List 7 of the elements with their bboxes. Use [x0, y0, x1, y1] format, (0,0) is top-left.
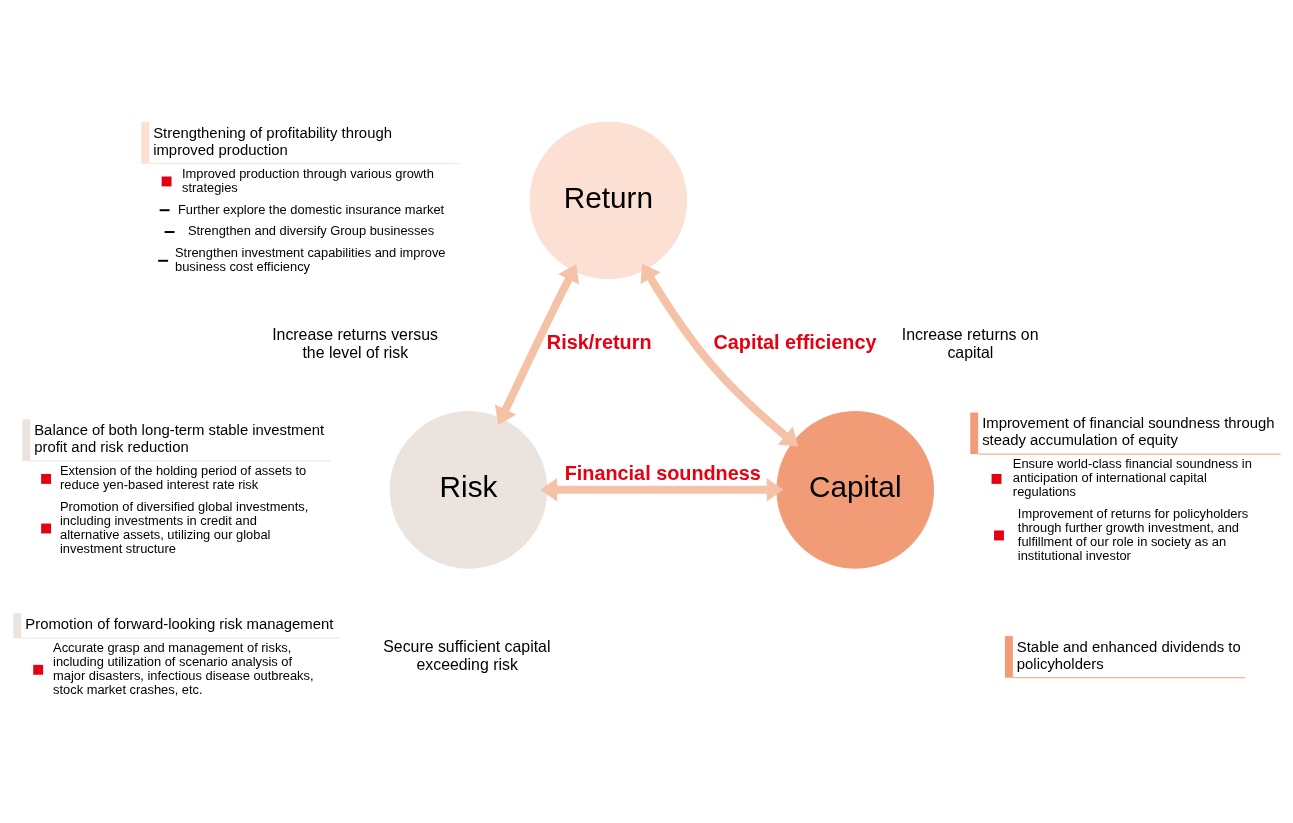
edge-label: Risk/return [546, 331, 652, 354]
label: Increase returns on capital [901, 325, 1039, 361]
node-label: business cost efficiency [175, 259, 311, 275]
label: Secure sufficient capital exceeding risk [383, 637, 551, 673]
edge-label: Capital efficiency [713, 331, 877, 354]
label: Increase returns versus the level of risk [272, 325, 438, 361]
edge-label: Financial soundness [564, 461, 761, 484]
